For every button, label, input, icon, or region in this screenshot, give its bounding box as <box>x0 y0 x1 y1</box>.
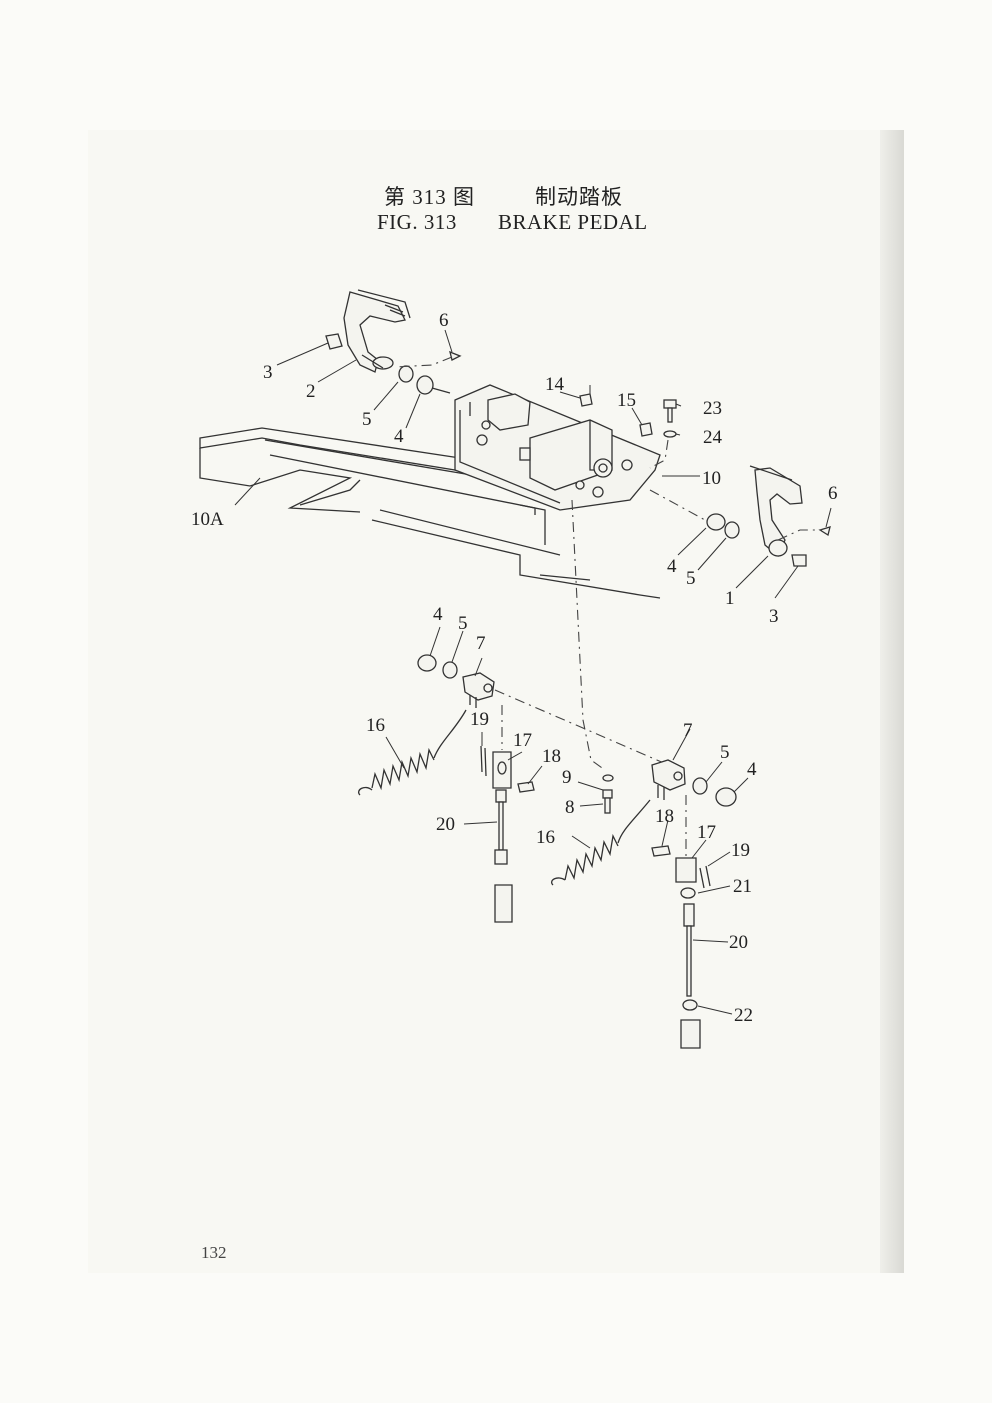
figure-title-en-number: FIG. 313 <box>377 210 457 234</box>
figure-title-en-name: BRAKE PEDAL <box>498 210 648 234</box>
callout-20-left: 20 <box>436 814 455 835</box>
pedal-1 <box>749 465 803 558</box>
bolt-15 <box>639 422 653 437</box>
callout-16-left: 16 <box>366 715 385 736</box>
bushing-4-lower-left <box>417 654 437 672</box>
callout-6-right: 6 <box>828 483 838 504</box>
centre-line <box>571 499 606 771</box>
bolt-14 <box>579 393 593 407</box>
axis-right <box>649 489 706 521</box>
spring-16-right <box>551 799 651 886</box>
callout-19-right: 19 <box>731 840 750 861</box>
callout-5-upper-left: 5 <box>362 409 372 430</box>
callout-17-right: 17 <box>697 822 716 843</box>
callout-21: 21 <box>733 876 752 897</box>
page-edge-shadow <box>880 130 904 1273</box>
cotter-6-right <box>818 526 831 537</box>
figure-title-cn-number: 第 313 图 <box>384 185 475 209</box>
callout-14: 14 <box>545 374 565 395</box>
axis-left <box>431 387 451 394</box>
pin-18-right <box>651 845 671 857</box>
figure-title-cn-name: 制动踏板 <box>535 185 623 209</box>
bushing-4-lower-right <box>715 787 737 807</box>
callout-10A: 10A <box>191 509 224 530</box>
washer-24 <box>663 430 677 438</box>
callout-23: 23 <box>703 398 722 419</box>
clevis-17-right <box>675 857 697 883</box>
page-number: 132 <box>201 1243 227 1262</box>
pedal-2 <box>343 289 411 373</box>
callout-2: 2 <box>306 381 316 402</box>
callout-6-left: 6 <box>439 310 449 331</box>
callout-10: 10 <box>702 468 721 489</box>
washer-5-left <box>398 365 414 383</box>
lever-7-left <box>462 672 495 708</box>
callout-9: 9 <box>562 767 572 788</box>
callout-7-right: 7 <box>683 720 693 741</box>
callout-18-right: 18 <box>655 806 674 827</box>
cotter-6-left <box>449 350 462 361</box>
spring-16-left <box>358 709 467 796</box>
rod-20-left <box>494 789 508 865</box>
callout-5-lower-right: 5 <box>720 742 730 763</box>
washer-5-right <box>724 521 740 539</box>
callout-8: 8 <box>565 797 575 818</box>
callout-5-right: 5 <box>686 568 696 589</box>
callout-16-right: 16 <box>536 827 555 848</box>
clevis-end-right <box>680 1019 701 1049</box>
washer-5-lower-left <box>442 661 458 679</box>
bushing-4-right <box>706 513 726 531</box>
callout-18-left: 18 <box>542 746 561 767</box>
callout-7-left: 7 <box>476 633 486 654</box>
callout-4-lower-right: 4 <box>747 759 757 780</box>
callout-17-left: 17 <box>513 730 532 751</box>
callout-19-left: 19 <box>470 709 489 730</box>
nut-21 <box>680 887 696 899</box>
callout-3-upper-left: 3 <box>263 362 273 383</box>
bolt-3-left <box>325 333 343 350</box>
scanned-page <box>88 130 904 1273</box>
leader-lines <box>234 329 832 1015</box>
pin-18-left <box>517 781 535 793</box>
bracket-10 <box>454 384 661 515</box>
washer-9 <box>602 774 614 782</box>
callout-1: 1 <box>725 588 735 609</box>
callout-20-right: 20 <box>729 932 748 953</box>
bolt-8 <box>602 789 613 814</box>
clevis-17-left <box>492 751 512 789</box>
clip-19-right <box>699 865 711 889</box>
bolt-3-right <box>791 554 807 567</box>
bushing-4-left <box>416 375 434 395</box>
callout-15: 15 <box>617 390 636 411</box>
callout-24: 24 <box>703 427 723 448</box>
axis-23 <box>649 439 669 469</box>
callout-4-right: 4 <box>667 556 677 577</box>
pin-axis-left <box>394 356 453 368</box>
lever-7-right <box>651 759 686 800</box>
rod-20-right <box>683 903 695 997</box>
clevis-end-left <box>494 884 513 923</box>
pin-axis-right <box>777 529 822 541</box>
washer-5-lower-right <box>692 777 708 795</box>
nut-22 <box>682 999 698 1011</box>
callout-4-upper-left: 4 <box>394 426 404 447</box>
callout-22: 22 <box>734 1005 753 1026</box>
callout-5-lower-left: 5 <box>458 613 468 634</box>
callout-3-right: 3 <box>769 606 779 627</box>
clip-19-left <box>480 745 487 777</box>
callout-4-lower-left: 4 <box>433 604 443 625</box>
bolt-23 <box>663 399 677 423</box>
